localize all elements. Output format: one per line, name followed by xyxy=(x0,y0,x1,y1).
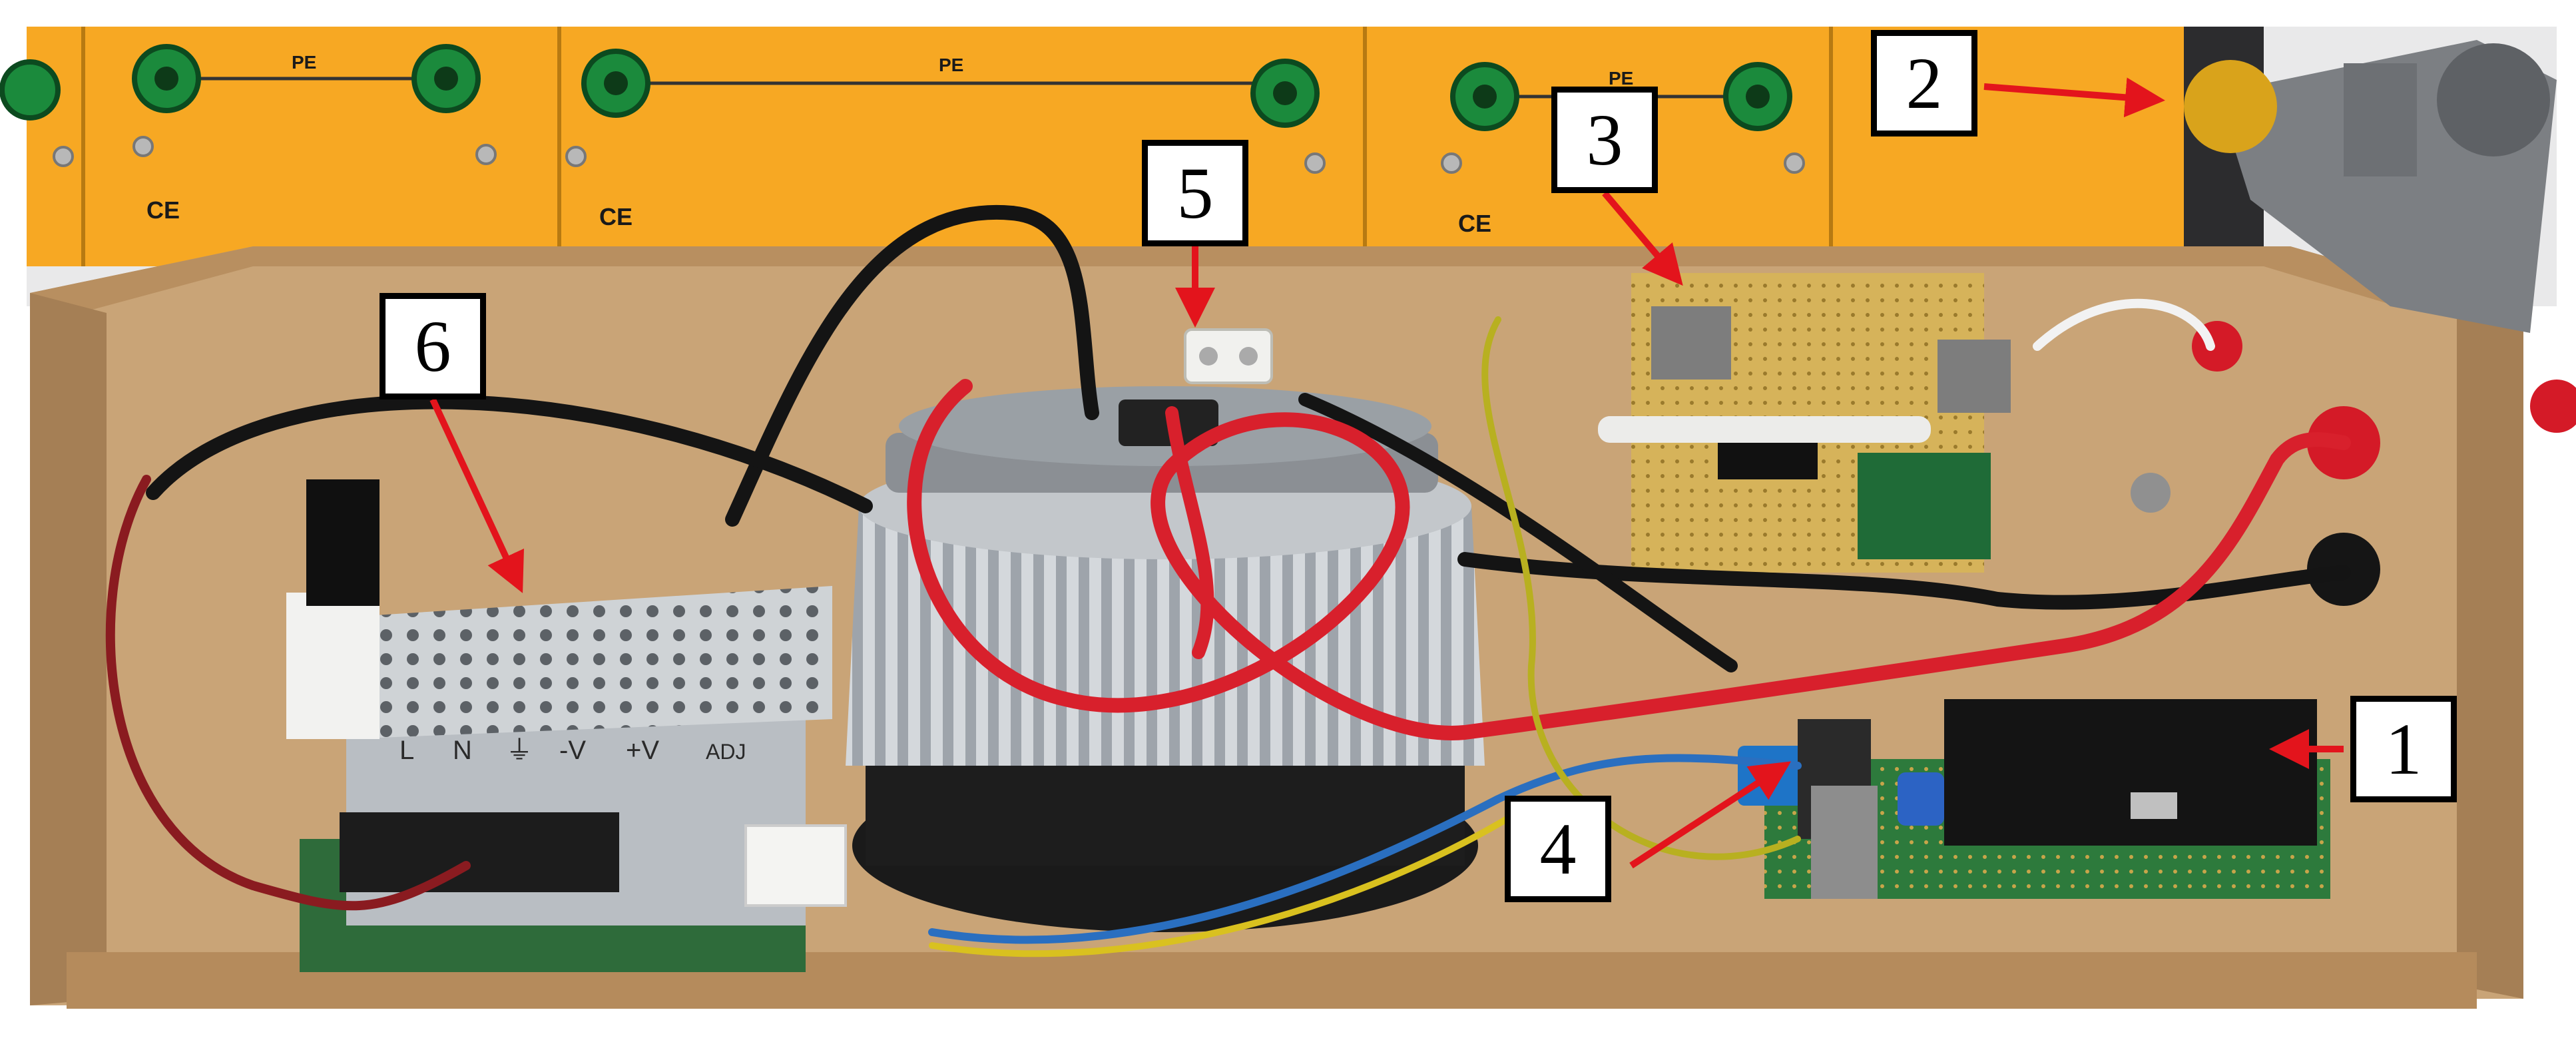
callout-2: 2 xyxy=(1871,30,1977,136)
ce-mark-left: CE xyxy=(146,196,180,224)
pe-label-left: PE xyxy=(292,52,317,73)
wiring xyxy=(105,204,2351,957)
psu-label-adj: ADJ xyxy=(706,740,746,764)
ce-mark-middle: CE xyxy=(599,203,633,230)
psu-label-l: L xyxy=(399,736,414,765)
psu-terminal-label-row: L N ⏚ -V +V ADJ xyxy=(399,736,746,765)
potentiometer xyxy=(2184,40,2557,333)
psu-label-ground: ⏚ xyxy=(506,736,533,765)
callout-4: 4 xyxy=(1505,796,1611,902)
pe-label-right: PE xyxy=(1609,68,1634,89)
perfboard xyxy=(1598,273,2011,573)
psu-label-minus-v: -V xyxy=(559,736,586,765)
psu-label-plus-v: +V xyxy=(626,736,659,765)
ce-mark-right: CE xyxy=(1458,210,1492,237)
callout-6: 6 xyxy=(380,293,486,399)
callout-arrows xyxy=(429,77,2344,869)
psu-label-n: N xyxy=(453,736,472,765)
callout-3: 3 xyxy=(1551,87,1658,193)
callout-5: 5 xyxy=(1142,140,1248,246)
callout-1: 1 xyxy=(2350,696,2457,802)
pe-label-middle: PE xyxy=(939,55,964,75)
orange-panels xyxy=(0,27,2264,266)
esp32-board xyxy=(1738,699,2330,899)
